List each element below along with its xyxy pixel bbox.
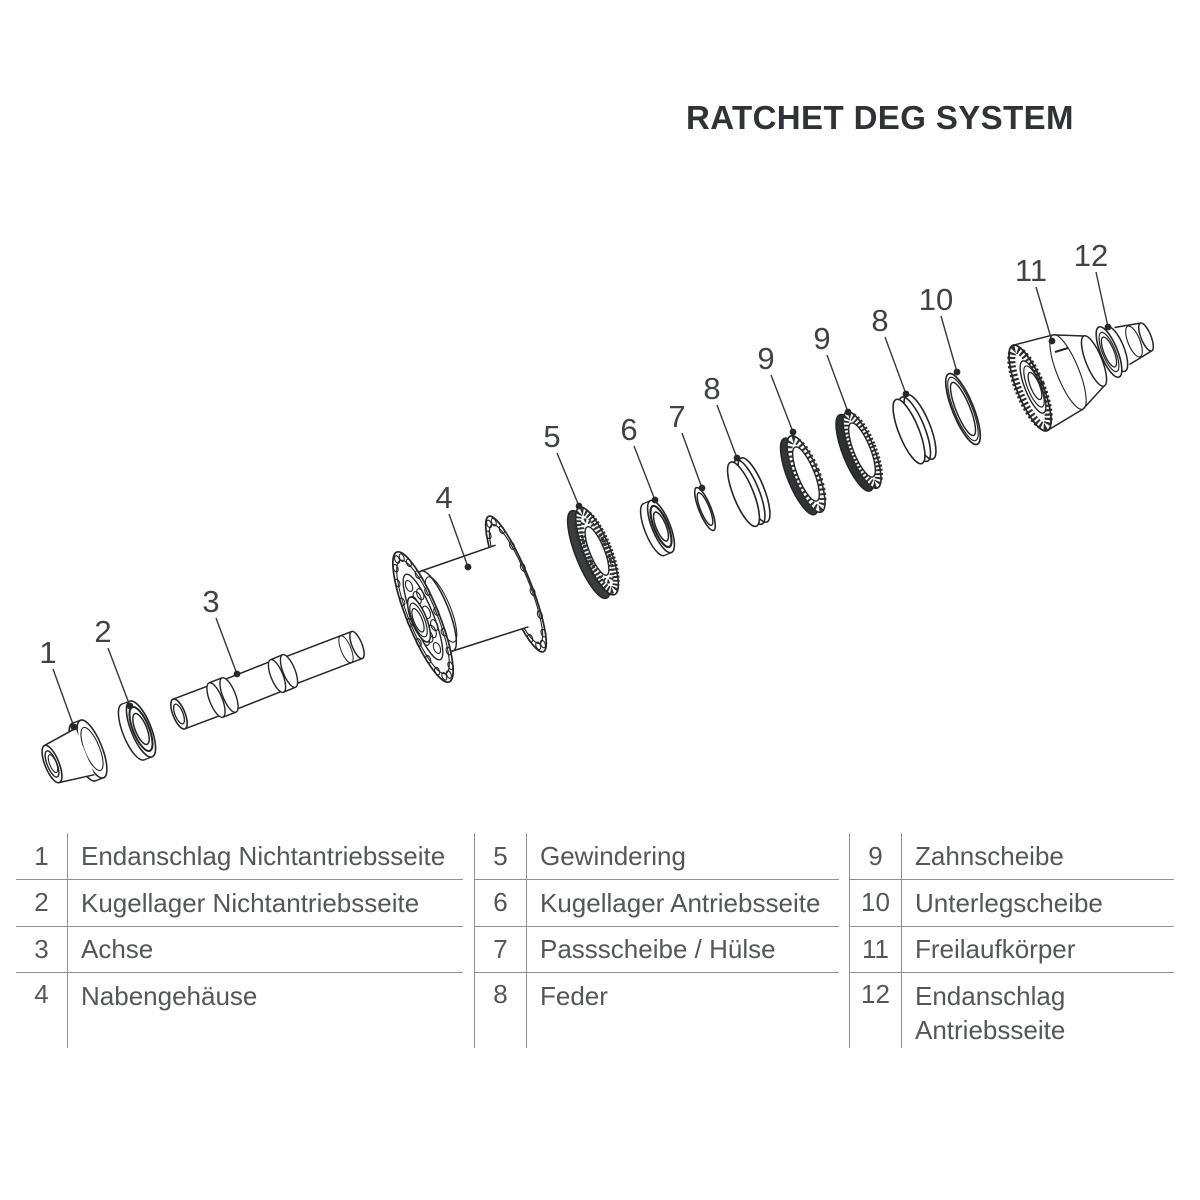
legend-row-3: 3 Achse [16, 926, 474, 973]
legend-row-6: 6 Kugellager Antriebsseite [475, 879, 850, 927]
legend-num-4: 4 [16, 972, 68, 1048]
legend-row-9: 9 Zahnscheibe [850, 833, 1174, 880]
callout-number: 9 [813, 321, 830, 356]
callout-number: 3 [202, 584, 219, 619]
page-title: RATCHET DEG SYSTEM [686, 99, 1074, 136]
callout-threaded-ring: 5 [543, 419, 583, 510]
legend-group-2: 5 Gewindering 6 Kugellager Antriebsseite 7 Pa… [474, 833, 850, 1048]
part-5-threaded-ring [566, 506, 620, 600]
callout-number: 1 [39, 635, 56, 670]
legend-name-4: Nabengehäuse [81, 981, 258, 1011]
legend-row-10: 10 Unterlegscheibe [850, 879, 1174, 927]
callout-number: 8 [703, 371, 720, 406]
callout-number: 12 [1074, 238, 1108, 273]
callout-number: 5 [543, 419, 560, 454]
callout-number: 8 [871, 303, 888, 338]
callout-number: 11 [1015, 253, 1047, 288]
legend-table: 1 Endanschlag Nichtantriebsseite 2 Kugellag… [16, 833, 1174, 1048]
callout-number: 10 [919, 282, 953, 317]
callout-number: 6 [620, 412, 637, 447]
legend-name-2: Kugellager Nichtantriebsseite [81, 887, 420, 918]
legend-row-7: 7 Passscheibe / Hülse [475, 926, 850, 973]
legend-num-10: 10 [850, 879, 902, 926]
callout-bearing-ds: 6 [620, 412, 659, 504]
part-2-bearing-nds [117, 700, 157, 761]
legend-num-7: 7 [475, 926, 527, 972]
callout-hub-shell: 4 [435, 480, 472, 571]
callout-bearing-nds: 2 [94, 614, 134, 710]
legend-name-8: Feder [540, 981, 608, 1011]
legend-row-2: 2 Kugellager Nichtantriebsseite [16, 879, 474, 927]
callout-endcap-ds: 12 [1074, 238, 1112, 331]
callout-spring-inner: 8 [703, 371, 741, 462]
legend-name-12: Endanschlag Antriebsseite [915, 981, 1066, 1045]
callout-number: 9 [757, 341, 774, 376]
callout-axle: 3 [202, 584, 241, 678]
diagram-parts [41, 322, 1155, 784]
legend-num-11: 11 [850, 926, 902, 972]
part-6-bearing-drive-side [639, 499, 676, 557]
legend-row-4: 4 Nabengehäuse [16, 972, 474, 1048]
legend-group-1: 1 Endanschlag Nichtantriebsseite 2 Kugellag… [16, 833, 474, 1048]
part-12-endcap-drive-side [1095, 322, 1155, 379]
legend-num-12: 12 [850, 972, 902, 1048]
legend-name-11: Freilaufkörper [915, 934, 1076, 964]
callout-number: 4 [435, 480, 452, 515]
part-8-spring-outer [892, 393, 937, 465]
legend-name-1: Endanschlag Nichtantriebsseite [81, 841, 446, 871]
legend-num-9: 9 [850, 833, 902, 879]
callout-number: 7 [668, 399, 685, 434]
legend-row-11: 11 Freilaufkörper [850, 926, 1174, 973]
part-7-spacer-washer [693, 486, 717, 532]
legend-name-3: Achse [81, 934, 154, 964]
legend-name-9: Zahnscheibe [915, 841, 1064, 871]
callout-freehub-body: 11 [1015, 253, 1056, 345]
callout-ratchet-disc-inner: 9 [757, 341, 797, 436]
callout-spacer-washer: 7 [668, 399, 706, 492]
callout-endcap-nds: 1 [39, 635, 78, 731]
legend-num-8: 8 [475, 972, 527, 1048]
part-11-freehub-body [1007, 334, 1108, 432]
part-8-spring-inner [726, 456, 771, 528]
callout-ratchet-disc-outer: 9 [813, 321, 852, 416]
legend-row-8: 8 Feder [475, 972, 850, 1048]
legend-num-1: 1 [16, 833, 68, 879]
legend-num-5: 5 [475, 833, 527, 879]
callout-spring-outer: 8 [871, 303, 910, 398]
legend-num-2: 2 [16, 879, 68, 926]
legend-name-6: Kugellager Antriebsseite [540, 887, 821, 918]
legend-name-5: Gewindering [540, 841, 686, 871]
part-3-axle [170, 630, 365, 730]
legend-num-3: 3 [16, 926, 68, 972]
part-4-hub-shell [392, 515, 548, 684]
callout-washer: 10 [919, 282, 961, 376]
callout-number: 2 [94, 614, 111, 649]
part-10-washer [944, 372, 982, 446]
legend-name-7: Passscheibe / Hülse [540, 934, 776, 964]
part-1-endcap-non-drive-side [41, 719, 108, 784]
part-9-ratchet-disc-inner [779, 434, 827, 516]
legend-num-6: 6 [475, 879, 527, 926]
legend-group-3: 9 Zahnscheibe 10 Unterlegscheibe 11 Freilaufk… [849, 833, 1174, 1048]
part-9-ratchet-disc-outer [835, 410, 883, 492]
legend-row-5: 5 Gewindering [475, 833, 850, 880]
legend-name-10: Unterlegscheibe [915, 887, 1103, 918]
legend-row-1: 1 Endanschlag Nichtantriebsseite [16, 833, 474, 880]
